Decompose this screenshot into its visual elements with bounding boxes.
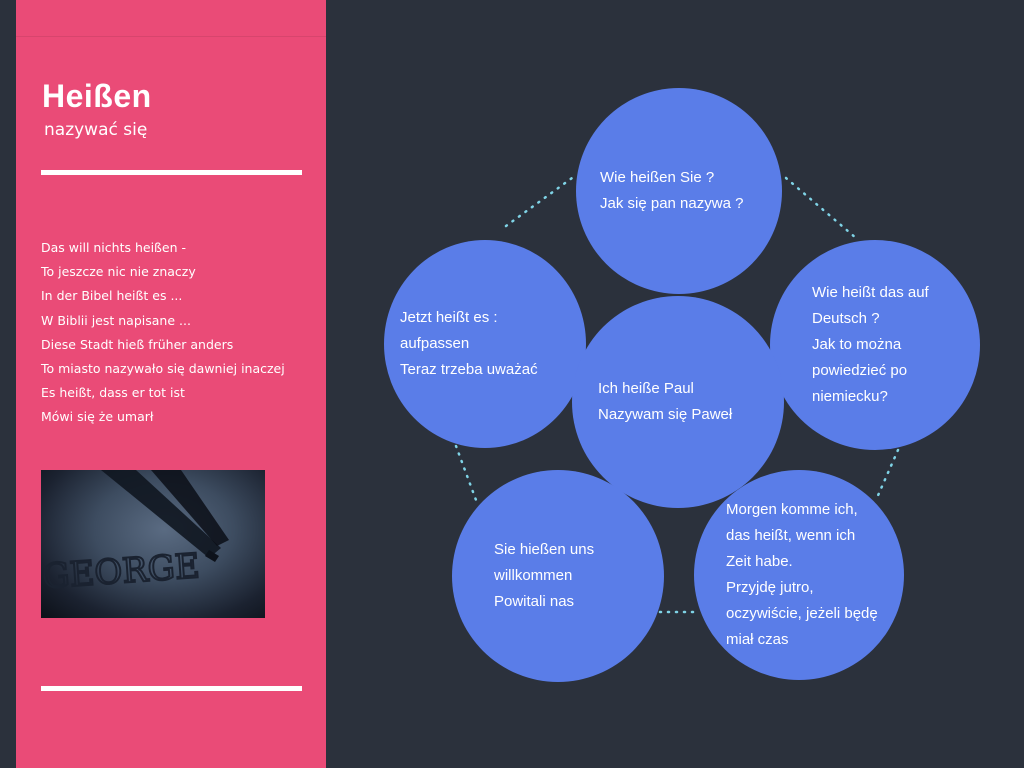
signature-text: GEORGE (41, 546, 201, 597)
bottom-rule (41, 686, 302, 691)
page-subtitle: nazywać się (44, 120, 148, 140)
title-underline (41, 170, 302, 175)
sidebar-divider-top (16, 36, 326, 37)
phrase-item: To jeszcze nic nie znaczy (41, 264, 196, 280)
phrase-item: To miasto nazywało się dawniej inaczej (41, 361, 285, 377)
phrase-item: Das will nichts heißen - (41, 240, 187, 255)
diagram-area: Wie heißen Sie ? Jak się pan nazywa ? Wi… (326, 0, 1024, 768)
circle-top: Wie heißen Sie ? Jak się pan nazywa ? (576, 88, 782, 294)
circle-center: Ich heiße Paul Nazywam się Paweł (572, 296, 784, 508)
page-title: Heißen (42, 78, 152, 114)
phrase-item: Mówi się że umarł (41, 409, 154, 425)
circle-right-text: Wie heißt das auf Deutsch ? Jak to można… (812, 284, 929, 405)
pen-signature-photo: GEORGE (41, 470, 265, 618)
phrase-item: In der Bibel heißt es ... (41, 288, 183, 304)
phrase-item: Es heißt, dass er tot ist (41, 385, 185, 401)
circle-top-text: Wie heißen Sie ? Jak się pan nazywa ? (600, 169, 744, 212)
phrase-list: Das will nichts heißen - To jeszcze nic … (41, 236, 285, 430)
circle-bottom-right-text: Morgen komme ich, das heißt, wenn ich Ze… (726, 501, 878, 648)
circle-right: Wie heißt das auf Deutsch ? Jak to można… (770, 240, 980, 450)
pen-illustration: GEORGE (41, 470, 229, 598)
sidebar-panel: Heißen nazywać się Das will nichts heiße… (16, 0, 326, 768)
circle-bottom-right: Morgen komme ich, das heißt, wenn ich Ze… (694, 470, 904, 680)
connector-dots (454, 176, 900, 614)
circle-bottom-left: Sie hießen uns willkommen Powitali nas (452, 470, 664, 682)
phrase-item: W Biblii jest napisane ... (41, 312, 191, 328)
circle-bottom-left-text: Sie hießen uns willkommen Powitali nas (494, 541, 595, 610)
circle-left: Jetzt heißt es : aufpassen Teraz trzeba … (384, 240, 586, 448)
circle-center-text: Ich heiße Paul Nazywam się Paweł (598, 380, 733, 423)
phrase-item: Diese Stadt hieß früher anders (41, 336, 234, 352)
circle-left-text: Jetzt heißt es : aufpassen Teraz trzeba … (400, 309, 538, 378)
